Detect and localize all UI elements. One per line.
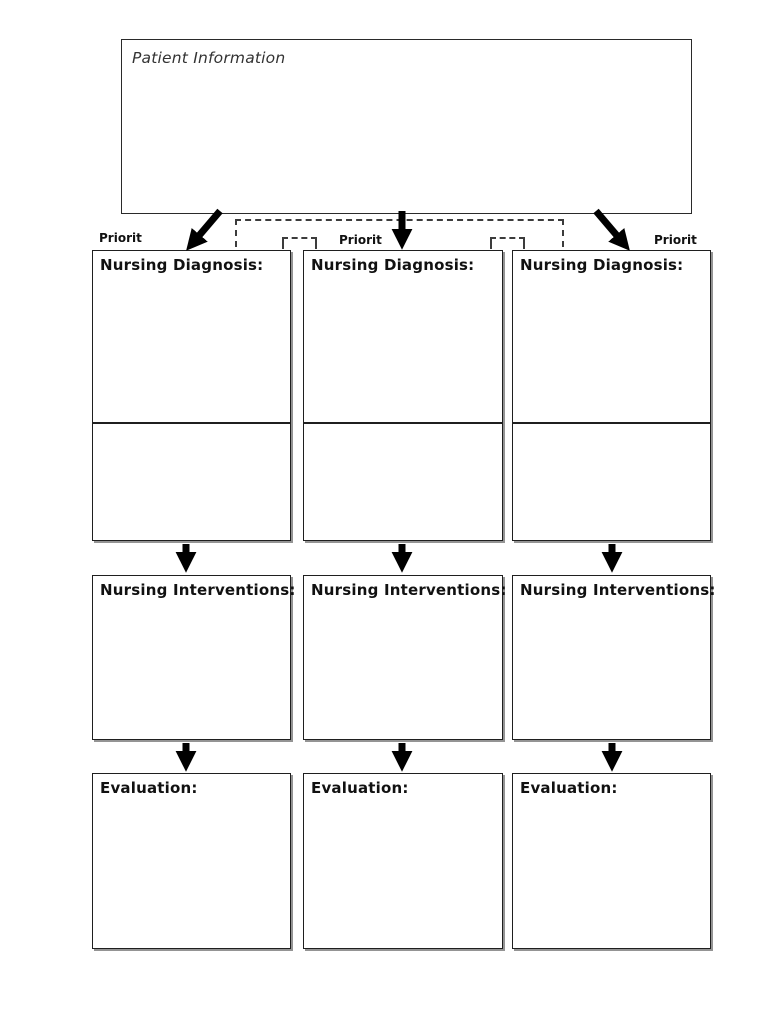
nursing-diagnosis-label-3: Nursing Diagnosis: xyxy=(520,256,684,274)
nursing-interventions-label-3: Nursing Interventions: xyxy=(520,581,716,599)
evaluation-field-2[interactable] xyxy=(304,798,502,948)
diagnosis-notes-box-1[interactable] xyxy=(92,423,291,541)
nursing-interventions-box-1: Nursing Interventions: xyxy=(92,575,296,740)
nursing-diagnosis-field-1[interactable] xyxy=(93,275,290,422)
nursing-diagnosis-field-3[interactable] xyxy=(513,275,710,422)
nursing-interventions-field-1[interactable] xyxy=(93,600,290,739)
dashed-connector-tab-right xyxy=(490,237,525,249)
nursing-interventions-box-2: Nursing Interventions: xyxy=(303,575,507,740)
priority-label-1: Priorit xyxy=(99,231,142,245)
evaluation-label-1: Evaluation: xyxy=(100,779,198,797)
diagnosis-notes-field-1[interactable] xyxy=(93,424,290,540)
diagnosis-notes-box-3[interactable] xyxy=(512,423,711,541)
diagnosis-notes-field-3[interactable] xyxy=(513,424,710,540)
nursing-interventions-field-2[interactable] xyxy=(304,600,502,739)
evaluation-field-3[interactable] xyxy=(513,798,710,948)
nursing-interventions-field-3[interactable] xyxy=(513,600,710,739)
evaluation-box-1: Evaluation: xyxy=(92,773,291,949)
nursing-diagnosis-box-2: Nursing Diagnosis: xyxy=(303,250,503,423)
nursing-interventions-box-3: Nursing Interventions: xyxy=(512,575,716,740)
dashed-connector-tab-left xyxy=(282,237,317,249)
patient-information-label: Patient Information xyxy=(132,49,286,67)
priority-label-2: Priorit xyxy=(339,233,382,247)
nursing-interventions-label-1: Nursing Interventions: xyxy=(100,581,296,599)
arrow-patient-to-diagnosis-3 xyxy=(593,208,630,251)
nursing-interventions-label-2: Nursing Interventions: xyxy=(311,581,507,599)
patient-information-box: Patient Information xyxy=(121,39,692,214)
nursing-diagnosis-label-2: Nursing Diagnosis: xyxy=(311,256,475,274)
nursing-diagnosis-box-1: Nursing Diagnosis: xyxy=(92,250,291,423)
diagnosis-notes-field-2[interactable] xyxy=(304,424,502,540)
diagnosis-notes-box-2[interactable] xyxy=(303,423,503,541)
arrow-patient-to-diagnosis-1 xyxy=(186,208,223,251)
evaluation-box-3: Evaluation: xyxy=(512,773,711,949)
evaluation-field-1[interactable] xyxy=(93,798,290,948)
nursing-diagnosis-field-2[interactable] xyxy=(304,275,502,422)
evaluation-label-3: Evaluation: xyxy=(520,779,618,797)
evaluation-box-2: Evaluation: xyxy=(303,773,503,949)
patient-information-field[interactable] xyxy=(122,64,691,213)
priority-label-3: Priorit xyxy=(654,233,697,247)
nursing-diagnosis-label-1: Nursing Diagnosis: xyxy=(100,256,264,274)
evaluation-label-2: Evaluation: xyxy=(311,779,409,797)
nursing-diagnosis-box-3: Nursing Diagnosis: xyxy=(512,250,711,423)
